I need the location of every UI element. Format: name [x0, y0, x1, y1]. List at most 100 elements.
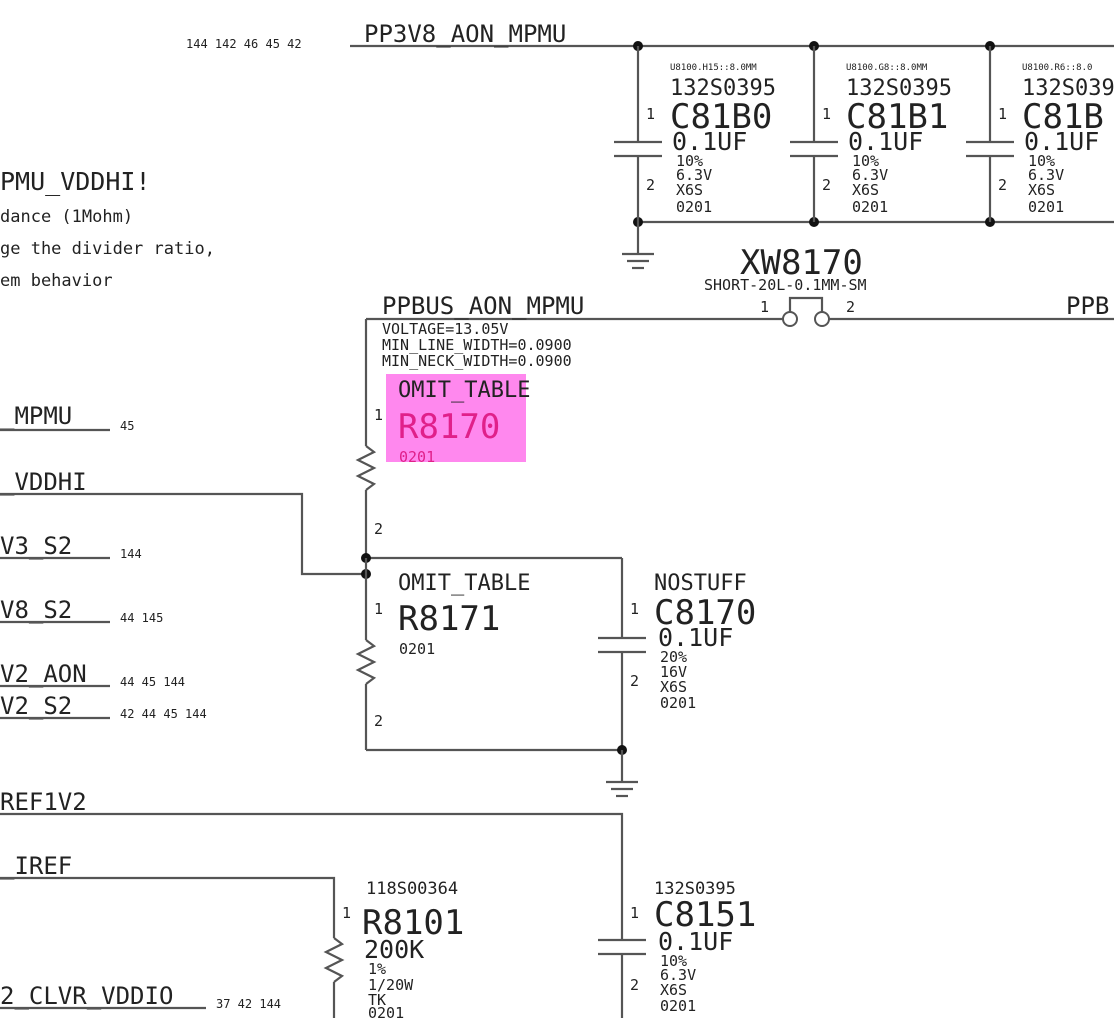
omit-flag: NOSTUFF: [654, 571, 747, 596]
value: 0.1UF: [658, 927, 733, 956]
capacitor-c81b0: 1 2 U8100.H15::8.0MM 132S0395 C81B0 0.1U…: [614, 46, 776, 222]
net-vddhi: _VDDHI: [0, 468, 87, 496]
location: U8100.H15::8.0MM: [670, 63, 757, 73]
type: SHORT-20L-0.1MM-SM: [704, 276, 867, 294]
capacitor-c8170: 1 2 NOSTUFF C8170 0.1UF 20% 16V X6S 0201: [598, 558, 756, 750]
net-v2-aon-ref: 44 45 144: [120, 675, 185, 689]
tempco: TK: [368, 991, 386, 1009]
net-refs: 144 142 46 45 42: [186, 37, 302, 51]
part-number: 132S039: [1022, 76, 1114, 101]
part-number: 132S0395: [654, 879, 736, 899]
pin-1: 1: [374, 406, 383, 424]
voltage: 6.3V: [1028, 166, 1064, 184]
net-v2-s2: V2_S2: [0, 692, 72, 720]
pin-1: 1: [998, 105, 1007, 123]
pin-2: 2: [822, 176, 831, 194]
tolerance: 1%: [368, 960, 386, 978]
dielectric: X6S: [660, 981, 687, 999]
location: U8100.R6::8.0: [1022, 63, 1092, 73]
net-prop-neck-width: MIN_NECK_WIDTH=0.0900: [382, 352, 572, 370]
capacitor-c81b2: 1 2 U8100.R6::8.0 132S039 C81B 0.1UF 10%…: [966, 46, 1114, 222]
net-ref1v2: REF1V2: [0, 788, 87, 816]
net-v3-s2: V3_S2: [0, 532, 72, 560]
note-line-4: em behavior: [0, 271, 113, 291]
pin-2: 2: [374, 520, 383, 538]
package: 0201: [676, 198, 712, 216]
resistor-r8170: 1 2 OMIT_TABLE R8170 0201: [355, 319, 530, 558]
pin-2: 2: [374, 712, 383, 730]
value: 0.1UF: [658, 623, 733, 652]
net-ppbus-aon-mpmu: PPBUS_AON_MPMU PPB VOLTAGE=13.05V MIN_LI…: [366, 292, 1114, 370]
pin-2: 2: [846, 298, 855, 316]
package: 0201: [399, 640, 435, 658]
part-number: 118S00364: [366, 879, 458, 899]
voltage: 16V: [660, 663, 687, 681]
part-number: 132S0395: [846, 76, 952, 101]
note-line-3: ge the divider ratio,: [0, 239, 215, 259]
net-pp3v8-aon-mpmu: 144 142 46 45 42 PP3V8_AON_MPMU: [186, 20, 1114, 51]
value: 200K: [364, 935, 424, 964]
capacitor-c8151: 1 2 132S0395 C8151 0.1UF 10% 6.3V X6S 02…: [598, 879, 756, 1018]
package: 0201: [660, 997, 696, 1015]
value: 0.1UF: [848, 127, 923, 156]
package: 0201: [852, 198, 888, 216]
ground-symbol: [606, 750, 638, 798]
package: 0201: [1028, 198, 1064, 216]
net-label: PP3V8_AON_MPMU: [364, 20, 566, 48]
refdes: XW8170: [740, 243, 863, 283]
part-number: 132S0395: [670, 76, 776, 101]
net-prop-voltage: VOLTAGE=13.05V: [382, 320, 508, 338]
power: 1/20W: [368, 976, 414, 994]
dielectric: X6S: [1028, 181, 1055, 199]
pin-1: 1: [374, 600, 383, 618]
net-label-right: PPB: [1066, 292, 1109, 320]
left-nets: _MPMU 45 _VDDHI V3_S2 144 V8_S2 44 145 V…: [0, 402, 624, 1011]
dielectric: X6S: [676, 181, 703, 199]
dielectric: X6S: [852, 181, 879, 199]
package: 0201: [660, 694, 696, 712]
tolerance: 20%: [660, 648, 687, 666]
tolerance: 10%: [660, 952, 687, 970]
voltage: 6.3V: [660, 966, 696, 984]
pin-1: 1: [646, 105, 655, 123]
tolerance: 10%: [1028, 152, 1055, 170]
tolerance: 10%: [852, 152, 879, 170]
value: 0.1UF: [672, 127, 747, 156]
refdes: C8170: [654, 593, 756, 633]
refdes: R8171: [398, 599, 500, 639]
voltage: 6.3V: [676, 166, 712, 184]
jumper-xw8170: XW8170 SHORT-20L-0.1MM-SM 1 2: [704, 243, 867, 327]
net-v8-s2: V8_S2: [0, 596, 72, 624]
pin-1: 1: [760, 298, 769, 316]
value: 0.1UF: [1024, 127, 1099, 156]
package: 0201: [368, 1004, 404, 1018]
ground-symbol: [622, 222, 654, 270]
net-mpmu-ref: 45: [120, 419, 134, 433]
resistor-r8101: 1 118S00364 R8101 200K 1% 1/20W TK 0201: [323, 879, 464, 1018]
omit-flag: OMIT_TABLE: [398, 571, 530, 596]
refdes: C81B0: [670, 97, 772, 137]
dielectric: X6S: [660, 678, 687, 696]
refdes: C81B: [1022, 97, 1104, 137]
net-mpmu: _MPMU: [0, 402, 72, 430]
pin-2: 2: [998, 176, 1007, 194]
pin-1: 1: [822, 105, 831, 123]
refdes: C8151: [654, 895, 756, 935]
voltage: 6.3V: [852, 166, 888, 184]
pin-1: 1: [342, 904, 351, 922]
pin-1: 1: [630, 600, 639, 618]
pin-2: 2: [646, 176, 655, 194]
resistor-r8171: 1 2 OMIT_TABLE R8171 0201: [355, 558, 530, 750]
pin-2: 2: [630, 672, 639, 690]
net-v3-s2-ref: 144: [120, 547, 142, 561]
omit-flag: OMIT_TABLE: [398, 378, 530, 403]
pin-2: 2: [630, 976, 639, 994]
note-line-2: dance (1Mohm): [0, 207, 133, 227]
pin-1: 1: [630, 904, 639, 922]
net-v2-s2-ref: 42 44 45 144: [120, 707, 207, 721]
highlight-box: [386, 374, 526, 462]
design-note: PMU_VDDHI! dance (1Mohm) ge the divider …: [0, 167, 215, 291]
refdes: R8170: [398, 407, 500, 447]
net-clvr-vddio: 2_CLVR_VDDIO: [0, 982, 173, 1010]
